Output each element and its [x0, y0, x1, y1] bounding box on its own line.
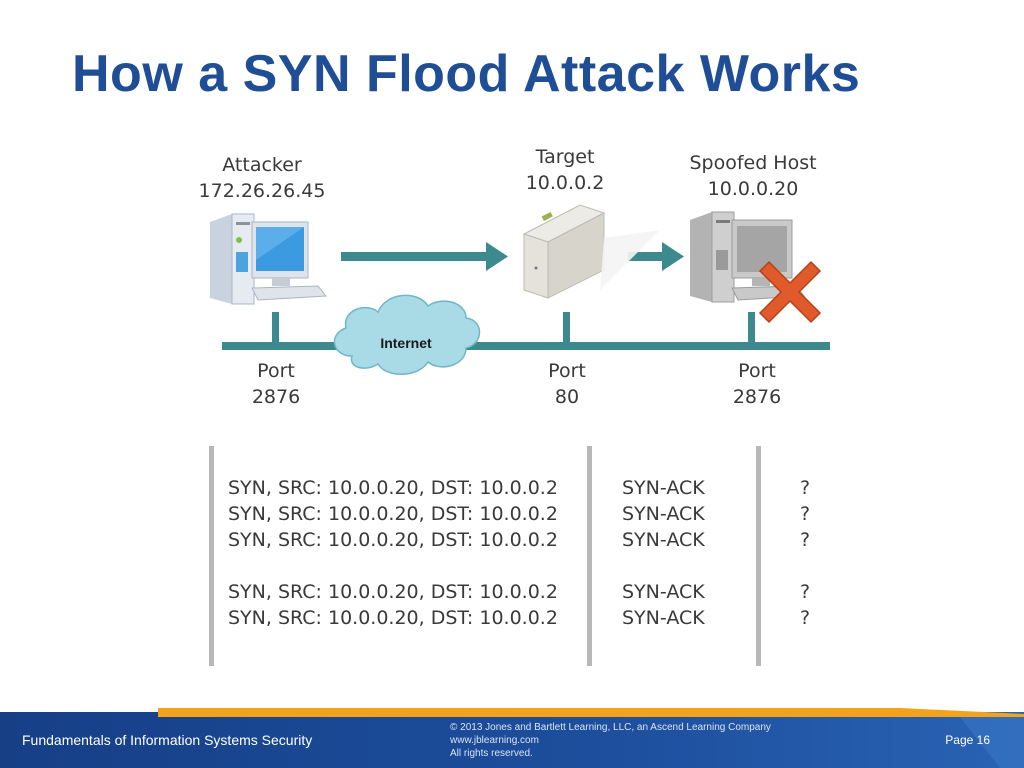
no-response: ? — [800, 477, 811, 499]
packet-row: SYN, SRC: 10.0.0.20, DST: 10.0.0.2 SYN-A… — [228, 477, 848, 503]
rights-text: All rights reserved. — [450, 748, 533, 759]
syn-ack-reply: SYN-ACK — [622, 529, 705, 551]
syn-ack-reply: SYN-ACK — [622, 581, 705, 603]
syn-packet: SYN, SRC: 10.0.0.20, DST: 10.0.0.2 — [228, 607, 558, 629]
syn-ack-reply: SYN-ACK — [622, 503, 705, 525]
spoofed-port: Port 2876 — [733, 358, 781, 410]
slide-title: How a SYN Flood Attack Works — [72, 45, 861, 103]
attacker-port-label: Port — [257, 360, 295, 382]
no-response: ? — [800, 581, 811, 603]
syn-ack-reply: SYN-ACK — [622, 607, 705, 629]
syn-ack-arrow — [628, 242, 684, 271]
copyright-text: © 2013 Jones and Bartlett Learning, LLC,… — [450, 722, 771, 733]
attacker-timeline — [209, 446, 214, 666]
packet-row: SYN, SRC: 10.0.0.20, DST: 10.0.0.2 SYN-A… — [228, 581, 848, 607]
target-port: Port 80 — [548, 358, 586, 410]
slide-footer — [0, 708, 1024, 768]
syn-arrow — [341, 242, 508, 271]
spoofed-host-name: Spoofed Host — [689, 152, 817, 174]
target-port-drop — [563, 312, 570, 344]
attacker-port-number: 2876 — [251, 386, 301, 408]
spoofed-host-ip: 10.0.0.20 — [707, 178, 799, 200]
syn-packet: SYN, SRC: 10.0.0.20, DST: 10.0.0.2 — [228, 477, 558, 499]
attacker-label: Attacker 172.26.26.45 — [199, 152, 326, 204]
spoofed-port-number: 2876 — [732, 386, 782, 408]
server-icon — [522, 204, 660, 299]
page-number: Page 16 — [945, 733, 990, 747]
packet-row: SYN, SRC: 10.0.0.20, DST: 10.0.0.2 SYN-A… — [228, 529, 848, 555]
internet-cloud-icon — [333, 294, 481, 375]
course-name: Fundamentals of Information Systems Secu… — [22, 732, 313, 748]
packet-row: SYN, SRC: 10.0.0.20, DST: 10.0.0.2 SYN-A… — [228, 607, 848, 633]
syn-ack-reply: SYN-ACK — [622, 477, 705, 499]
internet-label: Internet — [380, 335, 432, 351]
attacker-port: Port 2876 — [252, 358, 300, 410]
website-link[interactable]: www.jblearning.com — [450, 735, 539, 746]
syn-packet: SYN, SRC: 10.0.0.20, DST: 10.0.0.2 — [228, 529, 558, 551]
target-port-label: Port — [548, 360, 586, 382]
attacker-computer-icon — [210, 213, 327, 305]
attacker-name: Attacker — [222, 154, 302, 176]
no-response: ? — [800, 503, 811, 525]
syn-packet: SYN, SRC: 10.0.0.20, DST: 10.0.0.2 — [228, 503, 558, 525]
network-line — [222, 342, 830, 350]
spoofed-port-label: Port — [738, 360, 776, 382]
network-diagram: Internet — [210, 204, 830, 375]
packet-row: SYN, SRC: 10.0.0.20, DST: 10.0.0.2 SYN-A… — [228, 503, 848, 529]
attacker-ip: 172.26.26.45 — [198, 180, 326, 202]
spoofed-timeline — [756, 446, 761, 666]
attacker-port-drop — [272, 312, 279, 344]
target-port-number: 80 — [554, 386, 580, 408]
syn-packet: SYN, SRC: 10.0.0.20, DST: 10.0.0.2 — [228, 581, 558, 603]
target-timeline — [587, 446, 592, 666]
target-label: Target 10.0.0.2 — [526, 144, 605, 196]
copyright-block: © 2013 Jones and Bartlett Learning, LLC,… — [450, 721, 771, 760]
spoofed-host-label: Spoofed Host 10.0.0.20 — [689, 150, 816, 202]
target-name: Target — [535, 146, 595, 168]
x-mark-icon — [758, 260, 822, 324]
no-response: ? — [800, 529, 811, 551]
target-ip: 10.0.0.2 — [525, 172, 605, 194]
footer-band — [0, 708, 1024, 768]
no-response: ? — [800, 607, 811, 629]
spoofed-port-drop — [748, 312, 755, 344]
